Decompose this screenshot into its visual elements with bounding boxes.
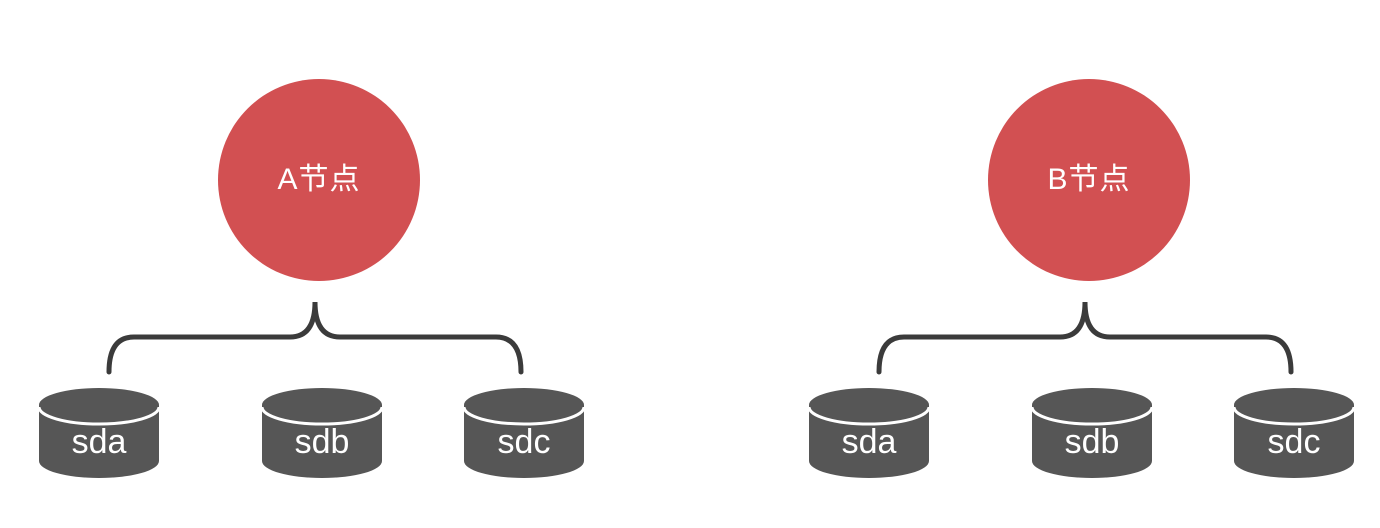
disk-label: sda: [841, 423, 897, 461]
node-b-circle: B节点: [988, 79, 1190, 281]
node-b-label: B节点: [1047, 163, 1131, 196]
disk-label: sdc: [1267, 423, 1321, 461]
disk-b-sdc: sdc: [1232, 386, 1356, 482]
disk-a-sda: sda: [37, 386, 161, 482]
database-cylinder-icon: [1232, 388, 1356, 478]
disk-label: sdc: [497, 423, 551, 461]
database-cylinder-icon: [1030, 388, 1154, 478]
disk-b-sdb: sdb: [1030, 386, 1154, 482]
node-a-label: A节点: [277, 163, 361, 196]
database-cylinder-icon: [462, 388, 586, 478]
disk-a-sdc: sdc: [462, 386, 586, 482]
disk-label: sda: [71, 423, 127, 461]
disk-label: sdb: [1064, 423, 1120, 461]
database-cylinder-icon: [260, 388, 384, 478]
curly-brace-up-icon: [876, 301, 1294, 375]
database-cylinder-icon: [807, 388, 931, 478]
disk-label: sdb: [294, 423, 350, 461]
node-group-a: A节点 sda sdb sdc: [37, 79, 586, 482]
disk-a-sdb: sdb: [260, 386, 384, 482]
node-a-circle: A节点: [218, 79, 420, 281]
node-group-b: B节点 sda sdb sdc: [770, 0, 1380, 528]
disk-b-sda: sda: [807, 386, 931, 482]
database-cylinder-icon: [37, 388, 161, 478]
curly-brace-up-icon: [106, 301, 524, 375]
